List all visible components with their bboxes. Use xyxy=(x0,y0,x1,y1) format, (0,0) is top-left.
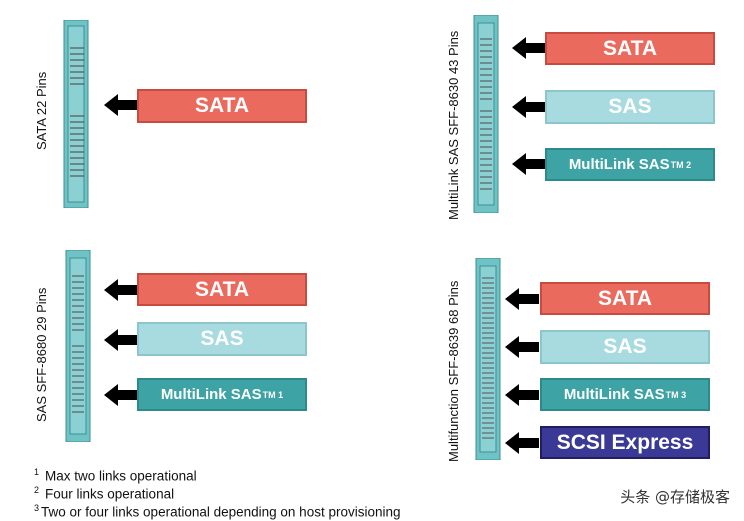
multilink-connector-image xyxy=(473,15,499,213)
sas-box: SAS xyxy=(137,322,307,356)
sata-connector-image xyxy=(63,20,89,208)
sas-box: SAS xyxy=(540,330,710,364)
box-label: SATA xyxy=(194,94,250,117)
connector-label: SATA 22 Pins xyxy=(34,71,49,150)
box-label: SATA xyxy=(597,286,653,310)
sata-box: SATA xyxy=(545,32,715,65)
footnote-text: Four links operational xyxy=(45,486,175,502)
box-label: SAS xyxy=(603,335,647,358)
footnote-number: 2 xyxy=(34,485,40,495)
footnote-text: Max two links operational xyxy=(45,468,197,484)
arrow-left-icon xyxy=(512,96,546,118)
sas-connector-image xyxy=(65,250,91,442)
footnote-text: Two or four links operational depending … xyxy=(41,504,401,520)
footnote: 2 Four links operational xyxy=(34,485,174,502)
arrow-left-icon xyxy=(104,94,138,116)
connector-label: MultiLink SAS SFF-8630 43 Pins xyxy=(446,30,461,220)
sata-box: SATA xyxy=(137,273,307,306)
trademark-footnote: TM 3 xyxy=(665,389,687,400)
box-label: SCSI Express xyxy=(556,430,694,454)
footnote: 1 Max two links operational xyxy=(34,467,197,484)
connector-label: SAS SFF-8680 29 Pins xyxy=(34,287,49,422)
box-label: SATA xyxy=(602,36,658,60)
footnote-number: 1 xyxy=(34,467,40,477)
watermark: 头条 @存储极客 xyxy=(620,488,730,506)
multifunction-connector-image xyxy=(475,258,501,460)
arrow-left-icon xyxy=(104,329,138,351)
box-label: MultiLink SAS xyxy=(568,156,670,173)
box-label: SAS xyxy=(608,95,652,118)
arrow-left-icon xyxy=(505,288,539,310)
arrow-left-icon xyxy=(104,279,138,301)
sata-box: SATA xyxy=(540,282,710,315)
box-label: MultiLink SAS xyxy=(563,386,665,403)
footnote-number: 3 xyxy=(34,503,40,513)
scsi-express-box: SCSI Express xyxy=(540,426,710,459)
box-label: MultiLink SAS xyxy=(160,386,262,403)
sata-box: SATA xyxy=(137,89,307,123)
arrow-left-icon xyxy=(505,384,539,406)
arrow-left-icon xyxy=(104,384,138,406)
box-label: SAS xyxy=(200,327,244,350)
arrow-left-icon xyxy=(505,432,539,454)
trademark-footnote: TM 2 xyxy=(670,159,692,170)
arrow-left-icon xyxy=(512,37,546,59)
sas-box: SAS xyxy=(545,90,715,124)
arrow-left-icon xyxy=(505,336,539,358)
connector-label: Multifunction SFF-8639 68 Pins xyxy=(446,280,461,462)
arrow-left-icon xyxy=(512,153,546,175)
trademark-footnote: TM 1 xyxy=(262,389,284,400)
box-label: SATA xyxy=(194,277,250,301)
